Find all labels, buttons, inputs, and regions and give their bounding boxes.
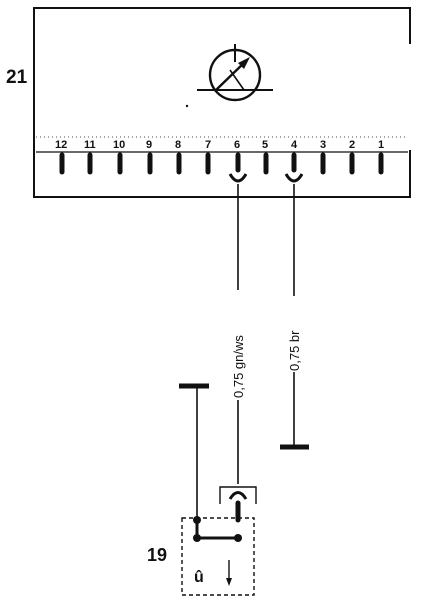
wire-label-gn-ws: 0,75 gn/ws [231, 335, 246, 398]
connector-cup-icon [228, 173, 248, 183]
pin-label: 10 [113, 139, 125, 151]
ground-wire [179, 383, 209, 520]
pin-label: 2 [349, 139, 355, 151]
pin-label: 7 [205, 139, 211, 151]
pin-label: 9 [146, 139, 152, 151]
wire-label-br: 0,75 br [287, 330, 302, 371]
component-19-outline [181, 517, 255, 596]
gauge-symbol-icon [185, 44, 273, 108]
pin-label: 1 [378, 139, 384, 151]
component-19-label: 19 [147, 545, 167, 565]
wire-br: 0,75 br [280, 184, 309, 450]
terminal-pins [59, 152, 384, 175]
pin-label: 6 [234, 139, 240, 151]
pin-label: 8 [175, 139, 181, 151]
sender-connector [219, 486, 257, 523]
pin-label: 12 [55, 139, 67, 151]
component-21-outline [33, 7, 411, 198]
connector-cup-icon [228, 491, 248, 500]
component-21-label: 21 [6, 67, 28, 88]
wire-gn-ws: 0,75 gn/ws [231, 184, 246, 484]
component-19: 19 û [147, 516, 255, 596]
junction-dot [193, 516, 201, 524]
sender-symbol: û [194, 569, 204, 586]
pin-labels: 12 11 10 9 8 7 6 5 4 3 2 1 [55, 139, 384, 151]
pin-label: 4 [291, 139, 298, 151]
connector-cup-icon [284, 173, 304, 183]
level-arrow-head [226, 578, 232, 586]
component-21: 21 12 11 10 9 8 7 6 5 4 3 2 1 [6, 7, 411, 198]
pin-label: 5 [262, 139, 268, 151]
junction-dot [193, 534, 201, 542]
pin-label: 11 [84, 139, 96, 151]
junction-dot [234, 534, 242, 542]
pin-label: 3 [320, 139, 326, 151]
